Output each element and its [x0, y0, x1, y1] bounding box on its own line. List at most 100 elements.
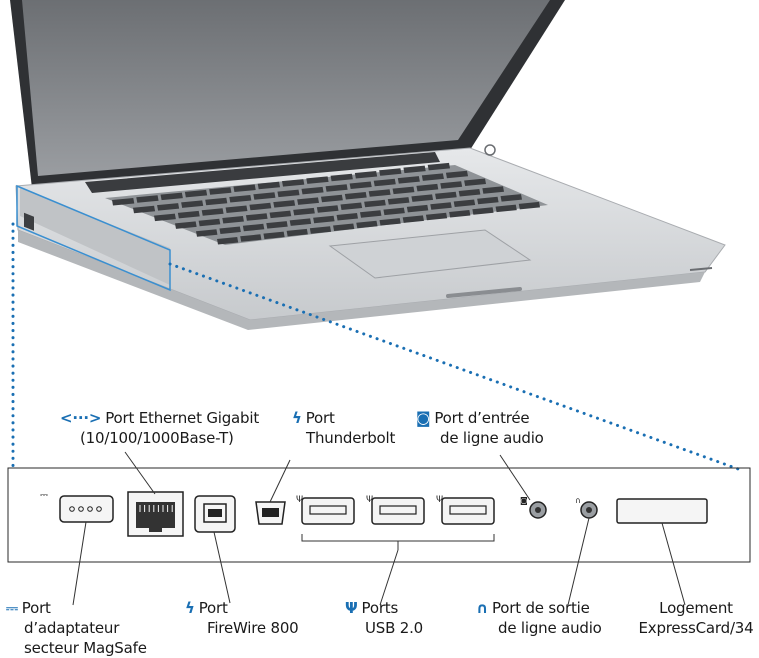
keyboard-key — [286, 228, 308, 237]
keyboard-key — [181, 200, 204, 208]
label-ethernet: <···>Port Ethernet Gigabit (10/100/1000B… — [60, 408, 259, 448]
keyboard-key — [205, 197, 228, 206]
keyboard-key — [464, 178, 486, 186]
label-thunderbolt-line1: Port — [305, 409, 335, 427]
keyboard-key — [269, 210, 292, 219]
keyboard-key — [201, 208, 224, 216]
svg-text:Ψ: Ψ — [296, 495, 303, 505]
label-audio-out: ∩Port de sortie de ligne audio — [476, 598, 602, 638]
keyboard-key — [402, 215, 424, 223]
keyboard-key — [112, 198, 135, 206]
keyboard-key — [403, 165, 426, 174]
keyboard-key — [344, 192, 367, 200]
keyboard-key — [273, 200, 296, 208]
svg-text:◙: ◙ — [520, 496, 528, 505]
keyboard-key — [233, 184, 256, 192]
keyboard-key — [495, 204, 517, 213]
keyboard-key — [289, 218, 312, 226]
keyboard-key — [253, 192, 276, 200]
keyboard-key — [435, 191, 457, 200]
keyboard-key — [306, 176, 329, 184]
keyboard-key — [277, 189, 300, 198]
keyboard-key — [364, 199, 386, 208]
keyboard-key — [263, 231, 285, 240]
keyboard-key — [453, 199, 476, 207]
label-audio-in: ◙Port d’entrée de ligne audio — [416, 408, 544, 448]
keyboard-key — [316, 205, 339, 213]
macbook-ports-diagram: ⎓ Ψ Ψ Ψ ◙ ∩ — [7, 0, 751, 606]
svg-text:⎓: ⎓ — [40, 490, 48, 501]
keyboard-key — [379, 168, 402, 176]
ethernet-icon: <···> — [60, 409, 102, 427]
keyboard-key — [222, 216, 244, 224]
label-usb-line2: USB 2.0 — [365, 619, 424, 637]
label-magsafe-line2: d’adaptateur — [24, 619, 120, 637]
keyboard-key — [368, 189, 391, 197]
thunderbolt-icon: ϟ — [292, 409, 302, 427]
keyboard-key — [219, 226, 241, 234]
keyboard-key — [229, 195, 252, 203]
label-usb-line1: Ports — [361, 599, 399, 617]
callout-dotted-lines — [11, 222, 743, 472]
label-audio-out-line2: de ligne audio — [498, 619, 602, 637]
keyboard — [112, 162, 540, 245]
keyboard-key — [240, 234, 262, 242]
keyboard-key — [416, 183, 439, 192]
keyboard-key — [411, 194, 434, 202]
keyboard-key — [472, 207, 494, 215]
keyboard-key — [427, 162, 450, 171]
audio-in-icon: ◙ — [416, 409, 431, 427]
magsafe-icon: ⎓ — [6, 599, 18, 617]
label-firewire-line1: Port — [198, 599, 228, 617]
keyboard-key — [354, 171, 378, 179]
keyboard-key — [379, 218, 401, 226]
keyboard-key — [257, 181, 280, 190]
keyboard-key — [209, 187, 232, 195]
keyboard-key — [392, 186, 415, 195]
keyboard-key — [425, 212, 448, 221]
label-firewire-line2: FireWire 800 — [207, 619, 299, 637]
keyboard-key — [196, 229, 218, 237]
keyboard-key — [282, 179, 305, 187]
leader-lines — [72, 451, 686, 606]
keyboard-key — [309, 226, 332, 234]
keyboard-key — [383, 207, 405, 216]
keyboard-key — [198, 218, 221, 227]
keyboard-key — [340, 202, 363, 210]
keyboard-key — [136, 195, 159, 203]
keyboard-key — [500, 194, 522, 202]
keyboard-key — [360, 210, 382, 218]
keyboard-key — [518, 201, 540, 210]
keyboard-key — [397, 176, 420, 184]
keyboard-key — [325, 184, 348, 192]
label-magsafe-line3: secteur MagSafe — [24, 639, 147, 657]
keyboard-key — [242, 223, 265, 232]
keyboard-key — [249, 202, 272, 211]
keyboard-key — [477, 196, 499, 205]
keyboard-key — [458, 189, 481, 197]
keyboard-key — [293, 207, 315, 216]
keyboard-key — [175, 221, 197, 229]
label-magsafe-line1: Port — [21, 599, 51, 617]
keyboard-key — [482, 186, 504, 194]
keyboard-key — [297, 197, 319, 205]
usb-bracket — [301, 534, 495, 550]
label-ethernet-line1: Port Ethernet Gigabit — [105, 409, 259, 427]
label-thunderbolt-line2: Thunderbolt — [306, 429, 396, 447]
keyboard-key — [301, 186, 324, 195]
label-expresscard-line2: ExpressCard/34 — [638, 619, 754, 637]
keyboard-key — [421, 173, 444, 181]
label-expresscard-line1: Logement — [659, 599, 733, 617]
keyboard-key — [406, 204, 429, 213]
label-magsafe: ⎓Port d’adaptateur secteur MagSafe — [6, 598, 147, 658]
keyboard-key — [387, 197, 410, 205]
svg-text:Ψ: Ψ — [436, 495, 443, 505]
keyboard-key — [154, 213, 176, 222]
keyboard-key — [445, 170, 468, 179]
keyboard-key — [356, 220, 378, 229]
keyboard-key — [336, 213, 358, 221]
label-ethernet-line2: (10/100/1000Base-T) — [80, 429, 234, 447]
keyboard-key — [449, 210, 471, 218]
